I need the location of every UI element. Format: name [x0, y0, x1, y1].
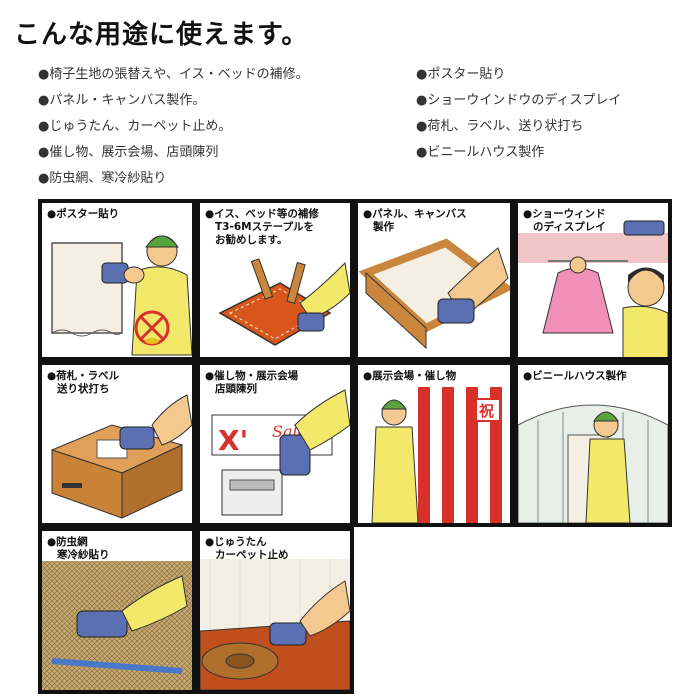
uses-list-right: ●ポスター貼り ●ショーウインドウのディスプレイ ●荷札、ラベル、送り状打ち ●…	[416, 62, 621, 166]
panel-caption: ●じゅうたん カーペット止め	[205, 536, 289, 562]
panel-event-display: X' Sale ●催し物・展示会場 店頭陳列	[200, 365, 350, 523]
panel-exhibition: 祝 ●展示会場・催し物	[358, 365, 510, 523]
caption-line: お勧めします。	[215, 234, 288, 246]
panel-labels: ●荷札・ラベル 送り状打ち	[42, 365, 192, 523]
panel-insect-net: ●防虫網 寒冷紗貼り	[42, 531, 192, 690]
panel-show-window: ●ショーウィンド のディスプレイ	[518, 203, 668, 357]
caption-line: ●ショーウィンド	[523, 208, 606, 220]
panel-caption: ●荷札・ラベル 送り状打ち	[47, 370, 119, 396]
caption-line: のディスプレイ	[533, 221, 606, 233]
caption-line: 寒冷紗貼り	[57, 549, 110, 561]
insect-net-illustration	[42, 561, 192, 690]
panel-canvas: ●パネル、キャンバス 製作	[358, 203, 510, 357]
caption-line: ●イス、ベッド等の補修	[205, 208, 319, 220]
caption-line: ●展示会場・催し物	[363, 370, 457, 382]
use-item: ●ショーウインドウのディスプレイ	[416, 93, 622, 108]
panel-greenhouse: ●ビニールハウス製作	[518, 365, 668, 523]
panel-caption: ●防虫網 寒冷紗貼り	[47, 536, 110, 562]
panel-caption: ●ポスター貼り	[47, 208, 119, 221]
show-window-illustration	[518, 220, 668, 357]
uses-list-left: ●椅子生地の張替えや、イス・ベッドの補修。 ●パネル・キャンバス製作。 ●じゅう…	[38, 62, 309, 192]
iwai-text: 祝	[479, 402, 494, 420]
caption-line: T3-6Mステープルを	[215, 221, 314, 233]
panel-carpet: ●じゅうたん カーペット止め	[200, 531, 350, 690]
use-item: ●催し物、展示会場、店頭陳列	[38, 145, 219, 160]
caption-line: ●催し物・展示会場	[205, 370, 299, 382]
panel-caption: ●イス、ベッド等の補修 T3-6Mステープルを お勧めします。	[205, 208, 319, 247]
panel-poster: ●ポスター貼り	[42, 203, 192, 357]
panel-caption: ●ショーウィンド のディスプレイ	[523, 208, 606, 234]
canvas-illustration	[358, 238, 510, 350]
use-item: ●防虫網、寒冷紗貼り	[38, 171, 167, 186]
use-item: ●パネル・キャンバス製作。	[38, 93, 206, 108]
panel-caption: ●ビニールハウス製作	[523, 370, 627, 383]
curtain-illustration: 祝	[371, 387, 508, 523]
caption-line: ●防虫網	[47, 536, 88, 548]
panel-caption: ●催し物・展示会場 店頭陳列	[205, 370, 298, 396]
page-title: こんな用途に使えます。	[14, 20, 309, 50]
caption-line: 送り状打ち	[57, 383, 110, 395]
sale-sign-illustration: X' Sale	[211, 389, 350, 516]
chair-illustration	[218, 258, 350, 346]
use-item: ●椅子生地の張替えや、イス・ベッドの補修。	[38, 67, 309, 82]
greenhouse-illustration	[518, 404, 668, 523]
carpet-illustration	[200, 559, 350, 690]
caption-line: ●ビニールハウス製作	[523, 370, 627, 382]
use-item: ●荷札、ラベル、送り状打ち	[416, 119, 584, 134]
caption-line: ●パネル、キャンバス	[363, 208, 467, 220]
poster-illustration	[51, 235, 192, 356]
use-item: ●じゅうたん、カーペット止め。	[38, 119, 232, 134]
panel-chair-repair: ●イス、ベッド等の補修 T3-6Mステープルを お勧めします。	[200, 203, 350, 357]
caption-line: ●荷札・ラベル	[47, 370, 120, 382]
panel-caption: ●パネル、キャンバス 製作	[363, 208, 467, 234]
caption-line: ●じゅうたん	[205, 536, 267, 548]
sale-x-text: X'	[218, 424, 248, 457]
caption-line: 製作	[373, 221, 394, 233]
illustration-grid: ●ポスター貼り ●イス、ベッド等の補修 T3-6Mステープルを お勧めします。 …	[38, 199, 672, 694]
use-item: ●ビニールハウス製作	[416, 145, 545, 160]
use-item: ●ポスター貼り	[416, 67, 506, 82]
empty-area	[354, 527, 672, 694]
caption-line: ●ポスター貼り	[47, 208, 120, 220]
caption-line: 店頭陳列	[215, 383, 257, 395]
caption-line: カーペット止め	[215, 549, 289, 561]
box-illustration	[50, 394, 192, 519]
panel-caption: ●展示会場・催し物	[363, 370, 456, 383]
